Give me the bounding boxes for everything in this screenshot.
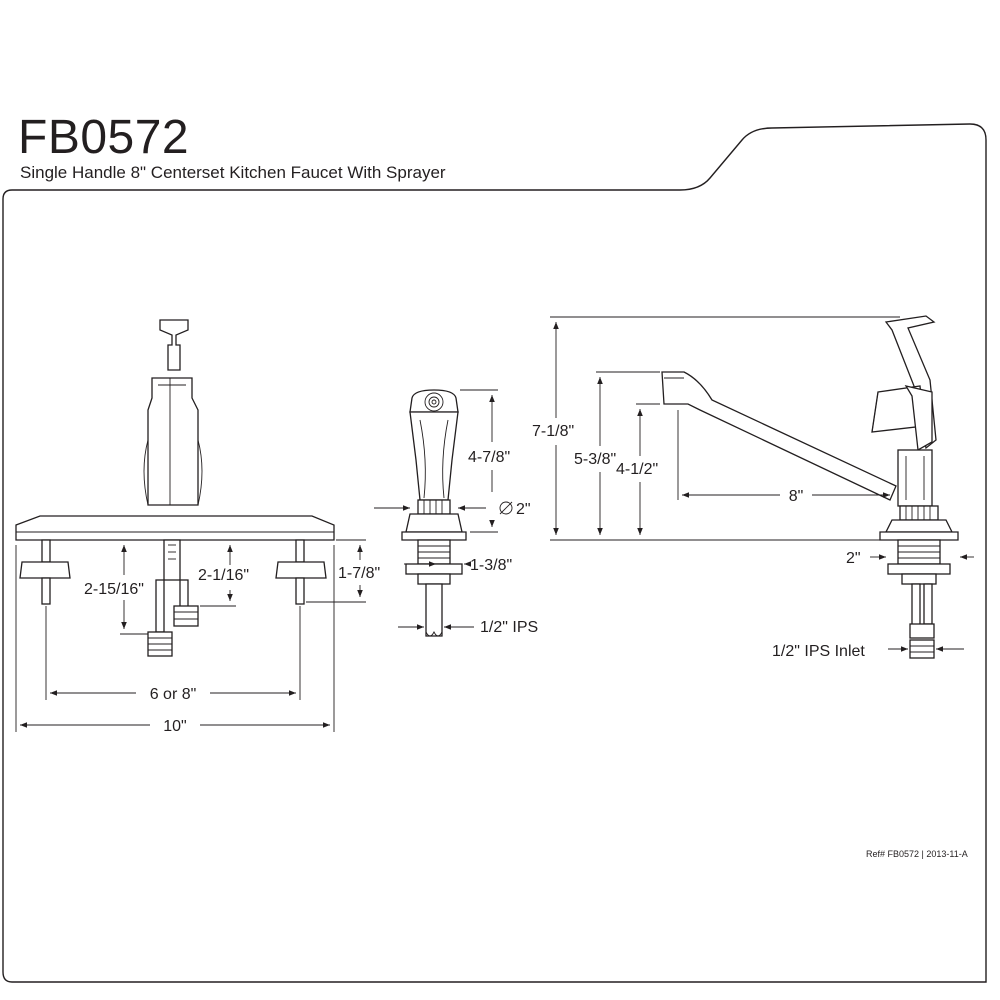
dim-total-height: 7-1/8" — [532, 423, 574, 440]
dim-center-shank: 2-15/16" — [84, 581, 144, 598]
front-view-dimensions: 2-15/16" 2-1/16" 1-7/8" 6 or 8" 10" — [15, 539, 380, 735]
dim-sprayer-diameter: 2" — [516, 501, 531, 518]
dim-spout-height: 5-3/8" — [574, 451, 616, 468]
dim-spout-reach: 8" — [789, 488, 804, 505]
dim-overall-width: 10" — [163, 718, 186, 735]
dim-sprayer-base: 1-3/8" — [470, 557, 512, 574]
dim-inlet: 1/2" IPS Inlet — [772, 643, 865, 660]
sprayer-dimensions: 4-7/8" 2" 1-3/8" 1/2" IPS — [374, 389, 538, 636]
dim-side-shank: 2-1/16" — [198, 567, 249, 584]
side-view-drawing — [661, 315, 959, 659]
sprayer-drawing — [401, 389, 467, 637]
reference-code: Ref# FB0572 | 2013-11-A — [866, 849, 968, 859]
side-view-dimensions: 7-1/8" 5-3/8" 4-1/2" 8" 2" 1/2" IPS Inle… — [532, 316, 974, 660]
front-view-drawing — [15, 319, 335, 657]
sheet-frame — [2, 123, 987, 983]
dim-sprayer-height: 4-7/8" — [468, 449, 510, 466]
dim-outlet-height: 4-1/2" — [616, 461, 658, 478]
model-title: FB0572 — [18, 111, 190, 164]
model-description: Single Handle 8" Centerset Kitchen Fauce… — [20, 163, 446, 182]
dim-plate-thickness: 1-7/8" — [338, 565, 380, 582]
dim-mount-spacing: 6 or 8" — [150, 686, 197, 703]
dim-base-diameter: 2" — [846, 550, 861, 567]
dim-sprayer-thread: 1/2" IPS — [480, 619, 538, 636]
